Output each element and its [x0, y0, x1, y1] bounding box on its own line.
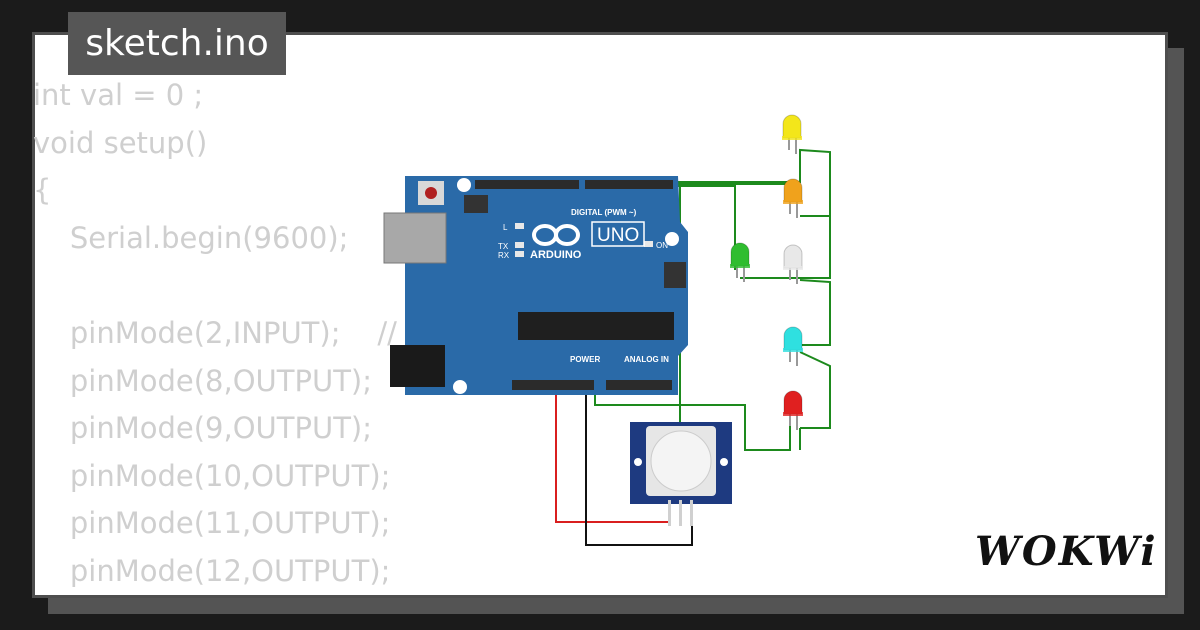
- led: [783, 244, 803, 284]
- wire-rail-3: [799, 351, 831, 429]
- power-jack: [390, 345, 445, 387]
- digital-header-left: [475, 180, 579, 189]
- wire-rail-4: [594, 385, 791, 451]
- code-line: pinMode(9,OUTPUT);: [33, 411, 372, 446]
- code-line: pinMode(12,OUTPUT);: [33, 553, 391, 588]
- led: [783, 178, 803, 218]
- pir-sensor: [630, 422, 732, 526]
- usb-connector: [383, 212, 447, 264]
- leds: [730, 114, 803, 430]
- code-line: void setup(): [33, 125, 208, 160]
- atmega-chip: [518, 312, 674, 340]
- board-model: UNO: [597, 225, 639, 246]
- rx-label: RX: [498, 251, 510, 260]
- arduino-board: ARDUINO UNO DIGITAL (PWM ~) POWER ANALOG…: [383, 176, 688, 395]
- file-tab[interactable]: sketch.ino: [68, 12, 286, 75]
- wire-led-green-b: [670, 185, 736, 270]
- wire-rail-2: [799, 279, 831, 346]
- reset-button-cap: [425, 187, 437, 199]
- icsp-header: [464, 195, 488, 213]
- led: [783, 390, 803, 430]
- analog-label: ANALOG IN: [624, 355, 669, 364]
- code-line: {: [33, 173, 52, 208]
- code-line: pinMode(8,OUTPUT);: [33, 363, 372, 398]
- code-line: Serial.begin(9600);: [33, 220, 349, 255]
- wokwi-logo: WOKWi: [975, 528, 1158, 575]
- code-line: pinMode(11,OUTPUT);: [33, 506, 391, 541]
- board-brand: ARDUINO: [530, 249, 582, 261]
- power-label: POWER: [570, 355, 600, 364]
- l-label: L: [503, 223, 508, 232]
- code-line: int val = 0 ;: [33, 78, 204, 112]
- led: [783, 326, 803, 366]
- led: [782, 114, 802, 154]
- tx-label: TX: [498, 242, 509, 251]
- tx-led: [515, 242, 524, 248]
- mount-hole: [457, 178, 471, 192]
- rx-led: [515, 251, 524, 257]
- mount-hole: [453, 380, 467, 394]
- on-led: [644, 241, 653, 247]
- icsp-header-2: [664, 262, 686, 288]
- analog-header: [606, 380, 672, 390]
- digital-header-right: [585, 180, 673, 189]
- mount-hole: [665, 232, 679, 246]
- arduino-logo-icon: [532, 224, 580, 246]
- on-label: ON: [656, 241, 668, 250]
- l-led: [515, 223, 524, 229]
- wire-rail-1: [740, 216, 831, 279]
- digital-label: DIGITAL (PWM ~): [571, 208, 637, 217]
- led: [730, 242, 750, 282]
- power-header: [512, 380, 594, 390]
- model-box: [591, 221, 645, 247]
- code-line: pinMode(10,OUTPUT);: [33, 458, 391, 493]
